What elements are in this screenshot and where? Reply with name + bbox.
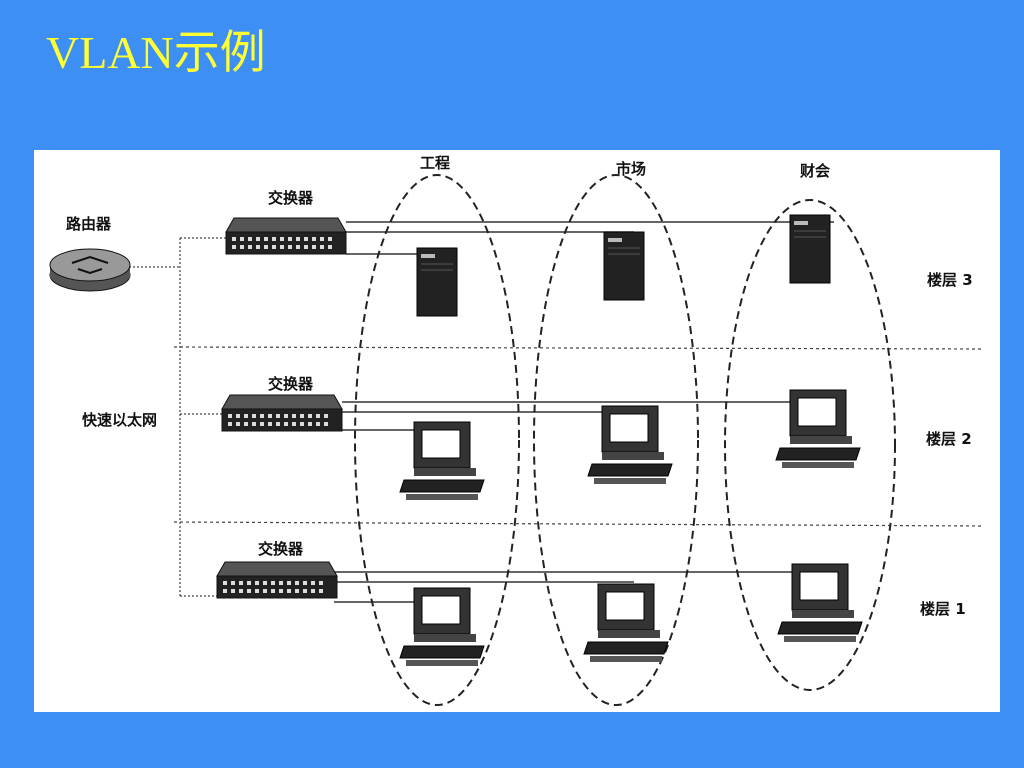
switch-label-floor-2: 交换器 bbox=[268, 375, 314, 393]
router-icon bbox=[49, 248, 131, 292]
group-label-marketing: 市场 bbox=[616, 160, 647, 178]
vlan-ellipses bbox=[354, 174, 896, 706]
vlan-engineering-ellipse bbox=[354, 174, 520, 706]
switch-label-floor-1: 交换器 bbox=[258, 540, 304, 558]
group-label-engineering: 工程 bbox=[420, 154, 451, 172]
server-icon-marketing bbox=[603, 231, 645, 301]
pc-icon-engineering-floor-1 bbox=[399, 587, 485, 667]
group-label-finance: 财会 bbox=[800, 162, 831, 180]
server-icon-finance bbox=[789, 214, 831, 284]
router-label: 路由器 bbox=[66, 215, 112, 233]
pc-icon-engineering-floor-2 bbox=[399, 421, 485, 501]
ethernet-label: 快速以太网 bbox=[82, 411, 158, 429]
floor-label-3: 楼层 3 bbox=[927, 271, 973, 289]
pc-icon-marketing-floor-1 bbox=[583, 583, 669, 663]
vlan-diagram: 路由器 快速以太网 交换器 交换器 交换器 工程 市场 财会 楼层 3 楼层 2… bbox=[34, 150, 1000, 712]
switch-icon-floor-1 bbox=[216, 561, 338, 599]
server-icon-engineering bbox=[416, 247, 458, 317]
diagram-canvas bbox=[49, 174, 985, 706]
floor-label-2: 楼层 2 bbox=[926, 430, 972, 448]
slide-title: VLAN示例 bbox=[46, 27, 266, 78]
floor-label-1: 楼层 1 bbox=[920, 600, 966, 618]
switch-label-floor-3: 交换器 bbox=[268, 189, 314, 207]
switch-icon-floor-3 bbox=[225, 217, 347, 255]
pc-icon-finance-floor-1 bbox=[777, 563, 863, 643]
vlan-marketing-ellipse bbox=[533, 174, 699, 706]
pc-icon-marketing-floor-2 bbox=[587, 405, 673, 485]
switch-icon-floor-2 bbox=[221, 394, 343, 432]
vlan-finance-ellipse bbox=[724, 199, 896, 691]
backbone bbox=[129, 237, 226, 597]
switch-links bbox=[334, 221, 834, 603]
